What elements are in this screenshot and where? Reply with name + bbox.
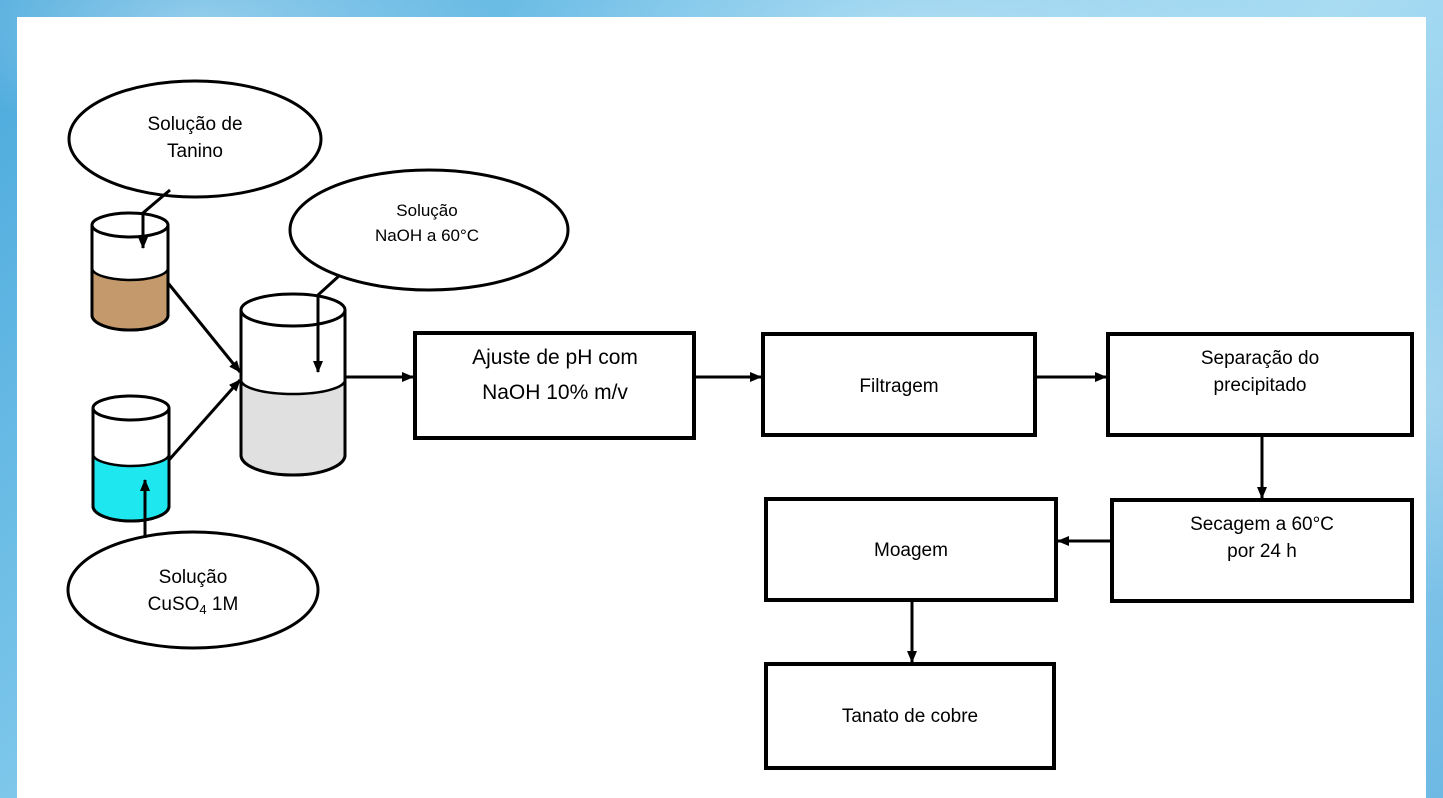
separacao-line2: precipitado [1214,375,1307,396]
diagram-panel: Solução de Tanino Solução NaOH a 60°C So… [17,17,1426,798]
ajuste-ph-line2: NaOH 10% m/v [482,381,628,404]
arrow-tanino-to-beaker [138,188,171,249]
separacao-line1: Separação do [1201,348,1319,369]
flow-diagram: Solução de Tanino Solução NaOH a 60°C So… [66,79,1414,770]
cuso4-liquid [93,454,169,521]
ajuste-ph-box: Ajuste de pH com NaOH 10% m/v [413,331,696,440]
arrow-naoh-to-mix [313,273,342,373]
moagem-box: Moagem [764,497,1058,602]
mixing-beaker [239,292,347,477]
secagem-box: Secagem a 60°C por 24 h [1110,498,1414,603]
tanato-box: Tanato de cobre [764,662,1056,770]
tanino-label-line2: Tanino [167,141,223,162]
cuso4-beaker [91,394,171,523]
tanino-beaker [90,211,170,332]
arrow-cuso4-to-mix [167,379,242,461]
filtragem-box: Filtragem [761,332,1037,437]
filtragem-label: Filtragem [859,376,938,397]
cuso4-label-line1: Solução [159,567,228,588]
moagem-label: Moagem [874,540,948,561]
cuso4-ellipse: Solução CuSO4 1M [66,530,320,650]
separacao-box: Separação do precipitado [1106,332,1414,437]
tanino-label-line1: Solução de [147,114,242,135]
tanato-label: Tanato de cobre [842,706,978,727]
arrow-tanino-to-mix [166,282,242,373]
mix-liquid [241,380,345,475]
ajuste-ph-line1: Ajuste de pH com [472,346,638,369]
secagem-line1: Secagem a 60°C [1190,514,1334,535]
naoh-label-line2: NaOH a 60°C [375,226,479,245]
naoh-label-line1: Solução [396,201,457,220]
secagem-line2: por 24 h [1227,541,1297,562]
connectors [138,188,1267,663]
cuso4-label-line2: CuSO4 1M [148,594,239,617]
naoh-ellipse: Solução NaOH a 60°C [288,168,570,292]
tanino-liquid [92,268,168,330]
tanino-ellipse: Solução de Tanino [67,79,323,199]
